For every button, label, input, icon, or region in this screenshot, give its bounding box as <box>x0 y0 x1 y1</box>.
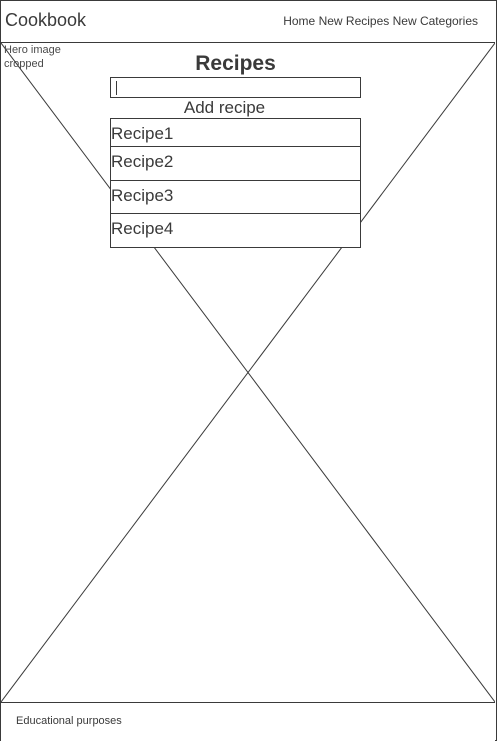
hero-caption: Hero image cropped <box>4 44 61 70</box>
recipe-list-item[interactable]: Recipe3 <box>111 181 360 214</box>
recipe-list-item[interactable]: Recipe4 <box>111 214 360 248</box>
recipe-name: Recipe2 <box>111 152 174 171</box>
page-title: Recipes <box>195 52 276 75</box>
recipe-list: Recipe1 Recipe2 Recipe3 Recipe4 <box>110 118 361 248</box>
nav-new-categories-link[interactable]: New Categories <box>392 14 478 28</box>
top-nav: Home New Recipes New Categories <box>283 14 478 28</box>
nav-new-recipes-link[interactable]: New Recipes <box>318 14 390 28</box>
hero-image-placeholder: Hero image cropped <box>1 43 495 702</box>
recipe-search-box[interactable] <box>110 77 361 98</box>
header: Cookbook Home New Recipes New Categories <box>1 1 495 43</box>
recipe-search-input[interactable] <box>111 78 355 95</box>
text-cursor <box>116 81 117 95</box>
add-recipe-button[interactable]: Add recipe <box>110 98 339 118</box>
recipe-name: Recipe4 <box>111 219 174 238</box>
brand-logo[interactable]: Cookbook <box>5 10 87 30</box>
footer-text: Educational purposes <box>16 715 122 727</box>
recipe-list-item[interactable]: Recipe1 <box>111 119 360 147</box>
recipe-name: Recipe3 <box>111 186 174 205</box>
recipe-name: Recipe1 <box>111 124 174 143</box>
recipe-list-item[interactable]: Recipe2 <box>111 147 360 181</box>
footer: Educational purposes <box>1 702 495 741</box>
hero-image-cross <box>1 43 495 702</box>
nav-home-link[interactable]: Home <box>283 14 316 28</box>
hero-diagonal-2 <box>1 43 495 702</box>
